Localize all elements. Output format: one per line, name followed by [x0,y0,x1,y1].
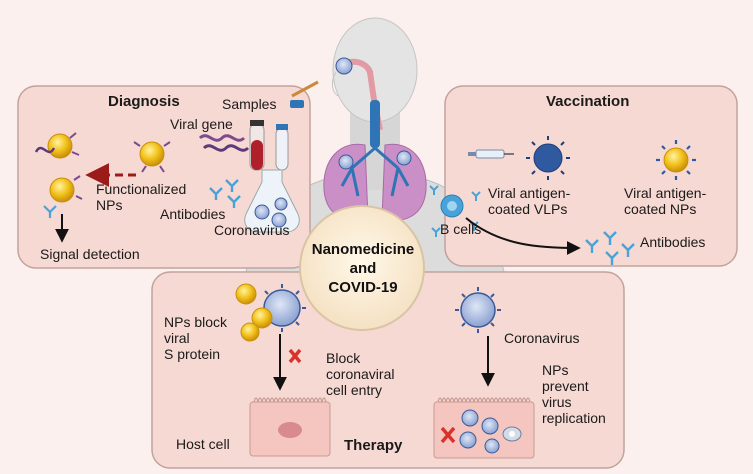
vaccination-panel [444,85,738,267]
antibodies-label-diagnosis: Antibodies [160,206,226,222]
nps-block-line3: S protein [164,346,221,362]
block-cross-icon [288,348,302,364]
vlps-label: Viral antigen- coated VLPs [488,185,570,217]
block-entry-label: Block coronaviral cell entry [326,350,394,398]
prevent-replication-label: NPs prevent virus replication [542,362,606,426]
vlp-particle [526,136,570,180]
center-circle [299,205,425,331]
samples-label: Samples [222,96,277,112]
nps-block-line1: NPs block [164,314,228,330]
viral-gene-label: Viral gene [170,116,233,132]
np-1 [235,283,257,305]
block-line2: coronaviral [326,366,395,382]
replication-cross-icon [440,426,456,444]
antibodies-cluster-diagnosis [209,179,241,208]
coated-nps-line1: Viral antigen- [624,185,707,201]
host-cell-left [249,397,331,457]
np-bound-antibody [49,177,75,203]
antigen-coated-np [656,140,696,180]
block-line3: cell entry [326,382,383,398]
coronavirus-label-diagnosis: Coronavirus [214,222,290,238]
coated-nps-line2: coated NPs [624,201,697,217]
np-3 [240,322,260,342]
b-cell-arrow [465,217,581,255]
center-title: Nanomedicine and COVID-19 [305,240,421,297]
prevent-line3: virus [542,394,572,410]
nps-block-line2: viral [164,330,190,346]
host-cell-label: Host cell [176,436,230,452]
antibodies-cluster-vaccination [585,231,635,265]
host-cell-right [433,397,535,459]
syringe [468,149,514,159]
therapy-title: Therapy [344,437,403,454]
diagnosis-panel [17,85,311,269]
np-2 [251,307,273,329]
coated-nps-label: Viral antigen- coated NPs [624,185,706,217]
center-title-line3: COVID-19 [328,279,398,296]
swab [291,80,319,98]
therapy-virus-right [455,287,501,333]
viral-gene-strand [198,134,246,142]
sample-tubes [249,100,304,171]
center-title-line2: and [349,260,377,277]
prevent-line1: NPs [542,362,569,378]
np-bound-gene [47,133,73,159]
nps-block-label: NPs block viral S protein [164,314,227,362]
vlps-line1: Viral antigen- [488,185,571,201]
prevent-line4: replication [542,410,606,426]
vaccination-title: Vaccination [546,93,630,110]
block-line1: Block [326,350,361,366]
signal-detection-label: Signal detection [40,246,140,262]
antibodies-label-vaccination: Antibodies [640,234,706,250]
coronavirus-label-therapy: Coronavirus [504,330,580,346]
functionalized-line1: Functionalized [96,181,187,197]
functionalized-line2: NPs [96,197,123,213]
vlps-line2: coated VLPs [488,201,568,217]
diagnosis-title: Diagnosis [108,93,180,110]
trachea [370,100,380,148]
center-title-line1: Nanomedicine [311,241,415,258]
functionalized-np [139,141,165,167]
functionalized-nps-label: Functionalized NPs [96,181,186,213]
b-cells-label: B cells [440,221,482,237]
prevent-line2: prevent [542,378,589,394]
